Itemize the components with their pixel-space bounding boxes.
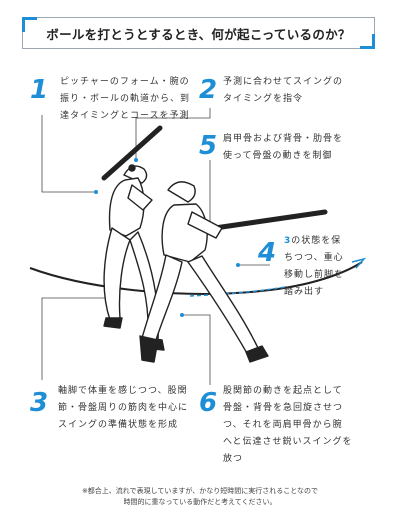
step-6-text: 股関節の動きを起点として 骨盤・背骨を急回旋させつ つ、それを両肩甲骨から腕 へ… xyxy=(223,383,353,468)
step-1-line: 達タイミングとコースを予測 xyxy=(60,111,190,121)
step-4-line: 踏み出す xyxy=(284,287,325,297)
leader-line-6 xyxy=(182,314,211,385)
step-5-line: 肩甲骨および背骨・肋骨を xyxy=(223,134,344,144)
title-frame: ボールを打とうとするとき、何が起こっているのか？ xyxy=(22,17,375,49)
leader-dot xyxy=(134,158,138,162)
leader-line-1 xyxy=(41,115,96,193)
step-6-line: つ、それを両肩甲骨から腕 xyxy=(223,420,343,430)
step-4-ref-number: 3 xyxy=(284,236,292,246)
step-4-text: 3の状態を保 ちつつ、重心 移動し前脚を 踏み出す xyxy=(284,233,344,301)
step-3-number: 3 xyxy=(30,388,49,418)
batter-swing xyxy=(139,181,328,363)
diagram-title: ボールを打とうとするとき、何が起こっているのか？ xyxy=(46,27,351,42)
leader-dot xyxy=(180,313,184,317)
step-6-number: 6 xyxy=(199,388,218,418)
step-3-line: スイングの準備状態を形成 xyxy=(58,420,179,430)
footnote-line: 時間的に重なっている動作だと考えてください。 xyxy=(123,498,277,506)
step-6-line: 股関節の動きを起点として xyxy=(223,386,343,396)
step-3-line: 節・骨盤周りの筋肉を中心に xyxy=(58,403,189,413)
leader-line-3 xyxy=(41,272,109,380)
step-4-line: ちつつ、重心 xyxy=(284,253,344,263)
step-2-number: 2 xyxy=(199,75,218,105)
leader-dot xyxy=(94,190,98,194)
step-5-line: 使って骨盤の動きを制御 xyxy=(223,151,333,161)
swing-arc-accent xyxy=(189,286,286,297)
step-1-line: ピッチャーのフォーム・腕の xyxy=(60,77,190,87)
step-4-number: 4 xyxy=(258,238,277,268)
step-1-text: ピッチャーのフォーム・腕の 振り・ボールの軌道から、到 達タイミングとコースを予… xyxy=(60,74,190,125)
step-2-text: 予測に合わせてスイングの タイミングを指令 xyxy=(223,74,343,108)
step-2-line: タイミングを指令 xyxy=(223,94,304,104)
step-6-line: 骨盤・背骨を急回旋させつ xyxy=(223,403,344,413)
footnote: ※都合上、流れで表現していますが、かなり短時間に実行されることなので 時間的に重… xyxy=(0,486,400,508)
step-4-line: 移動し前脚を xyxy=(284,270,345,280)
step-5-number: 5 xyxy=(199,131,218,161)
leader-line-2 xyxy=(135,108,211,160)
step-4-line: 3の状態を保 xyxy=(284,236,342,246)
step-1-number: 1 xyxy=(30,75,49,105)
step-6-line: 放つ xyxy=(223,454,244,464)
leader-dot xyxy=(236,263,240,267)
ball-trail-icon xyxy=(351,257,367,269)
step-3-text: 軸脚で体重を感じつつ、股関 節・骨盤周りの筋肉を中心に スイングの準備状態を形成 xyxy=(58,383,188,434)
step-1-line: 振り・ボールの軌道から、到 xyxy=(60,94,191,104)
step-6-line: へと伝達させ鋭いスイングを xyxy=(223,437,353,447)
step-3-line: 軸脚で体重を感じつつ、股関 xyxy=(58,386,188,396)
step-2-line: 予測に合わせてスイングの xyxy=(223,77,344,87)
step-5-text: 肩甲骨および背骨・肋骨を 使って骨盤の動きを制御 xyxy=(223,131,343,165)
footnote-line: ※都合上、流れで表現していますが、かなり短時間に実行されることなので xyxy=(81,487,319,495)
